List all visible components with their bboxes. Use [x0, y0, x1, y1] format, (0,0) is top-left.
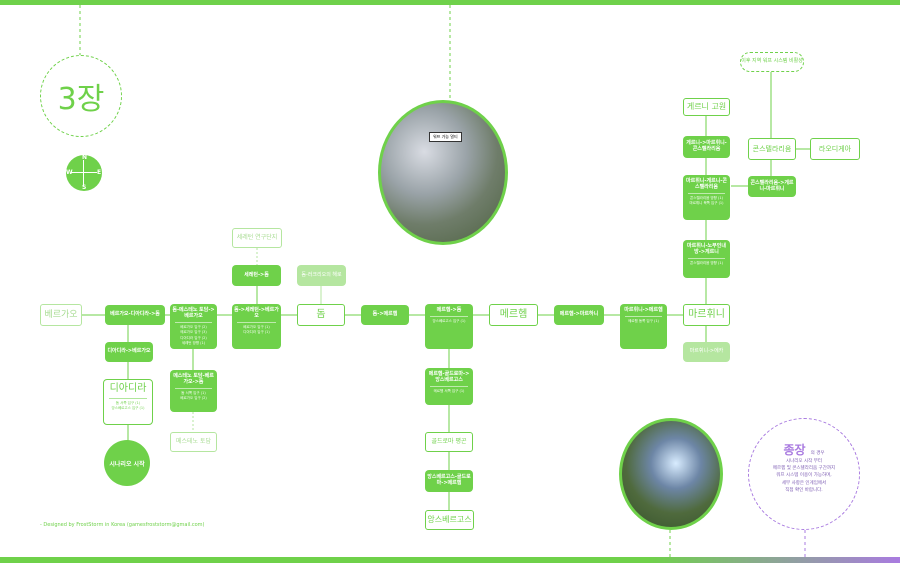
node-return-note: 이후 지역 워프 시스템 비활성	[740, 52, 804, 72]
card-dome-seretan: 돔->세레턴->베르가오 베르가오 입구 (1) 디아디라 입구 (1)	[232, 304, 281, 349]
node-bergavo-to-diadira: 베르가오-디아디라->돔	[105, 305, 165, 325]
screenshot-warp: 워프 가능 멀티	[378, 100, 508, 245]
card-marhani-gereni-line-2: 마르휘니 북쪽 입구 (1)	[689, 201, 724, 206]
note-line-2: 메르헴 및 콘스텔라리움 구간까지	[772, 466, 836, 472]
note-line-3: 워프 시스템 이용이 가능하며,	[776, 473, 832, 479]
compass-s: S	[82, 184, 87, 191]
node-conste: 콘스텔라리움	[748, 138, 796, 160]
node-mesteno-shore: 메스테노 토담	[170, 432, 217, 452]
node-diadira-to-bergavo: 디아디라->베르가오	[105, 342, 153, 362]
final-chapter-note: 종장 의 경우 시나리오 시작 부터 메르헴 및 콘스텔라리움 구간까지 워프 …	[748, 418, 860, 530]
screenshot-portal	[619, 418, 723, 530]
bottom-accent-bar	[0, 557, 900, 563]
scenario-start-circle: 시나리오 시작	[104, 440, 150, 486]
card-diadira: 디아디라 돔 서쪽 입구 (1) 앙스베르고스 입구 (1)	[103, 379, 153, 425]
card-diadira-line-2: 앙스베르고스 입구 (1)	[111, 406, 145, 411]
card-merhem-gosu-line-1: 메르헴 서쪽 입구 (1)	[433, 389, 465, 393]
compass-n: N	[82, 154, 88, 161]
screenshot-tag: 워프 가능 멀티	[429, 132, 462, 142]
note-suffix: 의 경우	[810, 451, 825, 456]
card-marhani-gereni-line-1: 콘스텔라리움 방향 (1)	[690, 196, 723, 200]
chapter-badge: 3장	[40, 55, 122, 137]
card-mest-to-dome-line-1: 돔 서쪽 입구 (1)	[181, 391, 206, 395]
node-gosu-to-merhem: 앙스베르고스-골드로마->메르헴	[425, 470, 473, 492]
card-marhani-merhem-title: 마르휘니->메르헴	[624, 307, 663, 313]
note-line-1: 시나리오 시작 부터	[786, 459, 822, 464]
node-gereni-plain: 게르니 고원	[683, 98, 730, 116]
card-dome-mest-line-2: 메르가오 입구 (3)	[180, 330, 207, 335]
node-seretan-dome: 세레턴->돔	[232, 265, 281, 286]
node-gereni-marhani: 게르니->마르휘니-콘스텔라리움	[683, 136, 730, 158]
card-dome-mest-title: 돔-메스테노 토담->베르가오	[172, 307, 215, 319]
node-merhem-to-marhani: 메르헴->마르하니	[554, 305, 604, 325]
node-dome-to-merhem: 돔->메르헴	[361, 305, 409, 325]
card-marhani-merhem-line-1: 메르헴 동쪽 입구 (1)	[628, 319, 659, 323]
card-merhem-dome-title: 메르헴->돔	[436, 307, 462, 313]
node-gosu-forest: 골드로마 평곤	[425, 432, 473, 452]
note-line-4: 세부 사항은 인게임에서	[781, 480, 827, 486]
compass-icon: N S W E	[66, 154, 102, 191]
note-line-5: 직접 확인 바랍니다.	[785, 487, 823, 493]
card-merhem-dome: 메르헴->돔 앙스베르고스 입구 (1)	[425, 304, 473, 349]
card-marhani-nubi-line-1: 콘스텔라리움 방향 (1)	[690, 261, 723, 265]
card-mest-to-dome-title: 메스테노 토담-베르가오->돔	[173, 373, 214, 385]
card-dome-mest-line-4: 세레턴 방향 (1)	[181, 340, 206, 345]
node-marhani: 마르휘니	[683, 304, 730, 326]
node-diadira: 디아디라	[109, 383, 147, 394]
card-dome-mest-line-1: 베르가오 입구 (2)	[180, 325, 207, 329]
card-merhem-gosu-title: 메르헴-골드로마->앙스베르고스	[428, 371, 470, 383]
top-accent-bar	[0, 0, 900, 5]
card-marhani-nubi: 마르휘니-노부인내방->게르니 콘스텔라리움 방향 (1)	[683, 240, 730, 278]
card-marhani-gereni: 마르휘니-게르니-콘스텔라리움 콘스텔라리움 방향 (1) 마르휘니 북쪽 입구…	[683, 175, 730, 220]
node-bergavo: 베르가오	[40, 304, 82, 326]
card-marhani-merhem: 마르휘니->메르헴 메르헴 동쪽 입구 (1)	[620, 304, 667, 349]
compass-w: W	[66, 169, 73, 176]
card-diadira-line-1: 돔 서쪽 입구 (1)	[115, 401, 141, 405]
card-mest-to-dome-line-2: 베르가오 입구 (2)	[180, 396, 207, 401]
card-dome-mest: 돔-메스테노 토담->베르가오 베르가오 입구 (2) 메르가오 입구 (3) …	[170, 304, 217, 349]
node-dome: 돔	[297, 304, 345, 326]
card-marhani-gereni-title: 마르휘니-게르니-콘스텔라리움	[686, 178, 727, 190]
card-mest-to-dome: 메스테노 토담-베르가오->돔 돔 서쪽 입구 (1) 베르가오 입구 (2)	[170, 370, 217, 412]
node-conste-gereni: 콘스텔라리움->게르니-마르휘니	[748, 176, 796, 197]
card-dome-mest-line-3: 디아디라 입구 (2)	[180, 335, 207, 340]
designer-credit: - Designed by FrostStorm in Korea (games…	[40, 522, 205, 528]
card-dome-seretan-line-2: 디아디라 입구 (1)	[243, 330, 270, 335]
card-marhani-nubi-title: 마르휘니-노부인내방->게르니	[687, 243, 726, 255]
node-dome-travel: 돔-러크리오의 해로	[297, 265, 346, 286]
node-marhani-to-ekka: 마르휘니->에카	[683, 342, 730, 362]
card-dome-seretan-line-1: 베르가오 입구 (1)	[243, 325, 270, 329]
node-merhem: 메르헴	[489, 304, 538, 326]
card-merhem-dome-line-1: 앙스베르고스 입구 (1)	[432, 319, 466, 323]
card-merhem-gosu: 메르헴-골드로마->앙스베르고스 메르헴 서쪽 입구 (1)	[425, 368, 473, 405]
node-ragidea: 라오디게아	[810, 138, 860, 160]
note-title: 종장	[783, 443, 806, 457]
compass-e: E	[97, 169, 102, 176]
card-dome-seretan-title: 돔->세레턴->베르가오	[234, 307, 279, 319]
node-research-lab: 세레턴 연구단지	[232, 228, 282, 248]
node-angsbergos: 앙스베르고스	[425, 510, 474, 530]
